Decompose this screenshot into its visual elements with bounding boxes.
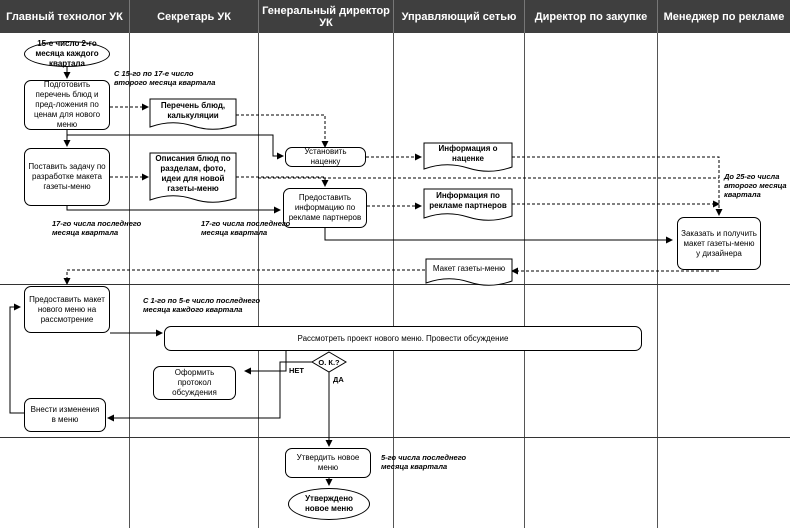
decision-diamond [311, 351, 347, 373]
phase-divider [0, 437, 790, 438]
doc-shape [149, 152, 237, 203]
lane-header-network-manager: Управляющий сетью [393, 0, 524, 33]
lane-divider [524, 33, 525, 528]
lane-divider [129, 33, 130, 528]
doc-shape [423, 188, 513, 221]
start-event: 15-е число 2-го месяца каждого квартала [24, 39, 110, 68]
decision-label: О. К.? [318, 357, 340, 367]
process-approve: Утвердить новое меню [285, 448, 371, 478]
process-set-task: Поставить задачу по разработке макета га… [24, 148, 110, 206]
doc-dish-list: Перечень блюд, калькуляции [160, 101, 226, 120]
timing-note: До 25-го числа второго месяца квартала [724, 172, 787, 199]
phase-divider [0, 284, 790, 285]
doc-shape [425, 258, 513, 286]
doc-menu-layout: Макет газеты-меню [432, 264, 506, 273]
timing-note-text: До 25-го числа второго месяца квартала [724, 172, 787, 199]
timing-note-text: С 1-го по 5-е число последнего месяца ка… [143, 296, 261, 314]
process-set-markup: Установить наценку [285, 147, 366, 167]
timing-note: 17-го числа последнего месяца квартала [201, 219, 290, 237]
timing-note-text: С 15-го по 17-е число второго месяца ква… [114, 69, 216, 87]
timing-note-text: 17-го числа последнего месяца квартала [201, 219, 291, 237]
timing-note-text: 17-го числа последнего месяца квартала [52, 219, 142, 237]
timing-note: 17-го числа последнего месяца квартала [52, 219, 141, 237]
process-protocol: Оформить протокол обсуждения [153, 366, 236, 400]
process-make-changes: Внести изменения в меню [24, 398, 106, 432]
process-prepare-list: Подготовить перечень блюд и пред-ложения… [24, 80, 110, 130]
decision-yes-label: ДА [333, 375, 344, 384]
process-order-layout: Заказать и получить макет газеты-меню у … [677, 217, 761, 270]
doc-shape [423, 142, 513, 172]
lane-header-chief-technologist: Главный технолог УК [0, 0, 129, 33]
timing-note: С 1-го по 5-е число последнего месяца ка… [143, 296, 260, 314]
lane-divider [258, 33, 259, 528]
decision-no-label: НЕТ [289, 366, 304, 375]
process-provide-info: Предоставить информацию по рекламе партн… [283, 188, 367, 228]
lane-header-ad-manager: Менеджер по рекламе [657, 0, 790, 33]
process-present-layout: Предоставить макет нового меню на рассмо… [24, 286, 110, 333]
lane-divider [393, 33, 394, 528]
doc-markup-info: Информация о наценке [438, 143, 498, 163]
timing-note-text: 5-го числа последнего месяца квартала [381, 453, 467, 471]
doc-ad-info: Информация по рекламе партнеров [429, 191, 507, 210]
doc-dish-descriptions: Описания блюд по разделам, фото, идеи дл… [155, 153, 231, 193]
lane-header-general-director: Генеральный директор УК [258, 0, 393, 33]
lane-header-purchasing-director: Директор по закупке [524, 0, 657, 33]
lane-divider [657, 33, 658, 528]
end-event: Утверждено новое меню [288, 488, 370, 520]
doc-shape [149, 98, 237, 130]
process-review: Рассмотреть проект нового меню. Провести… [164, 326, 642, 351]
timing-note: 5-го числа последнего месяца квартала [381, 453, 466, 471]
lane-header-secretary: Секретарь УК [129, 0, 258, 33]
timing-note: С 15-го по 17-е число второго месяца ква… [114, 69, 215, 87]
